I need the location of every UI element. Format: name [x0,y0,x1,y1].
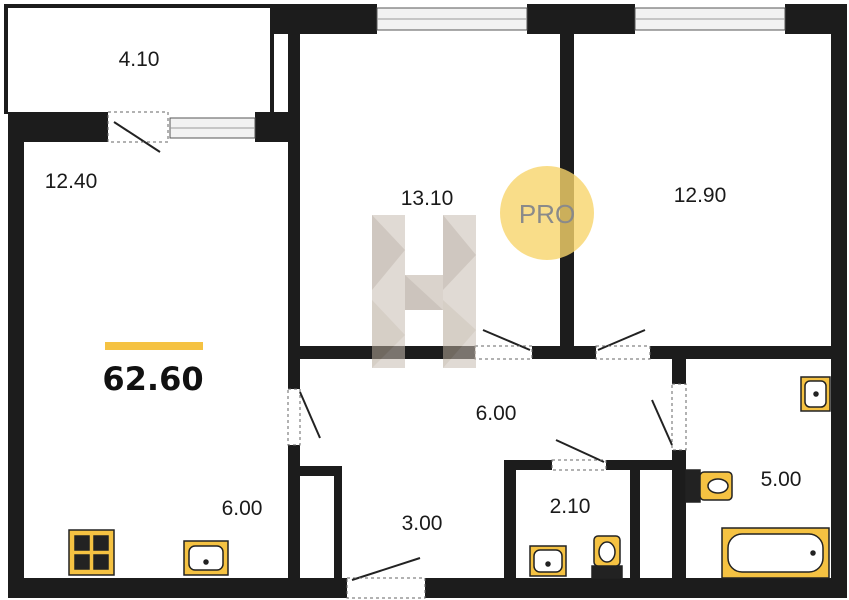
bedroom1-door [474,329,533,360]
bathroom-door [651,383,687,451]
pro-badge: PRO [500,166,594,260]
logo-watermark-icon [372,215,476,368]
pro-badge-label: PRO [519,199,575,229]
bathroom-toilet-icon [685,469,733,503]
windows [169,7,786,139]
entrance-door [346,557,426,599]
doors [107,111,687,599]
room-area-entrance: 3.00 [402,512,443,535]
room-area-kitchen: 6.00 [222,497,263,520]
bedroom2-door [595,329,651,360]
bathtub-icon [721,527,830,579]
room-area-bathroom: 5.00 [761,468,802,491]
total-area-accent-bar [105,342,203,350]
room-area-living-room: 12.40 [45,170,98,193]
room-area-hallway: 6.00 [476,402,517,425]
room-area-bedroom-2: 12.90 [674,184,727,207]
bathroom-sink-icon [800,376,831,412]
total-area-value: 62.60 [102,360,203,398]
toilet-door [551,439,607,471]
stove-icon [68,529,115,576]
fixtures [68,376,831,579]
room-area-balcony: 4.10 [119,48,160,71]
room-area-toilet: 2.10 [550,495,591,518]
kitchen-sink-icon [183,540,229,576]
balcony-door [107,111,169,153]
living-door [287,388,321,446]
toilet-icon [591,535,623,579]
toilet-sink-icon [529,545,567,577]
room-area-bedroom-1: 13.10 [401,187,454,210]
